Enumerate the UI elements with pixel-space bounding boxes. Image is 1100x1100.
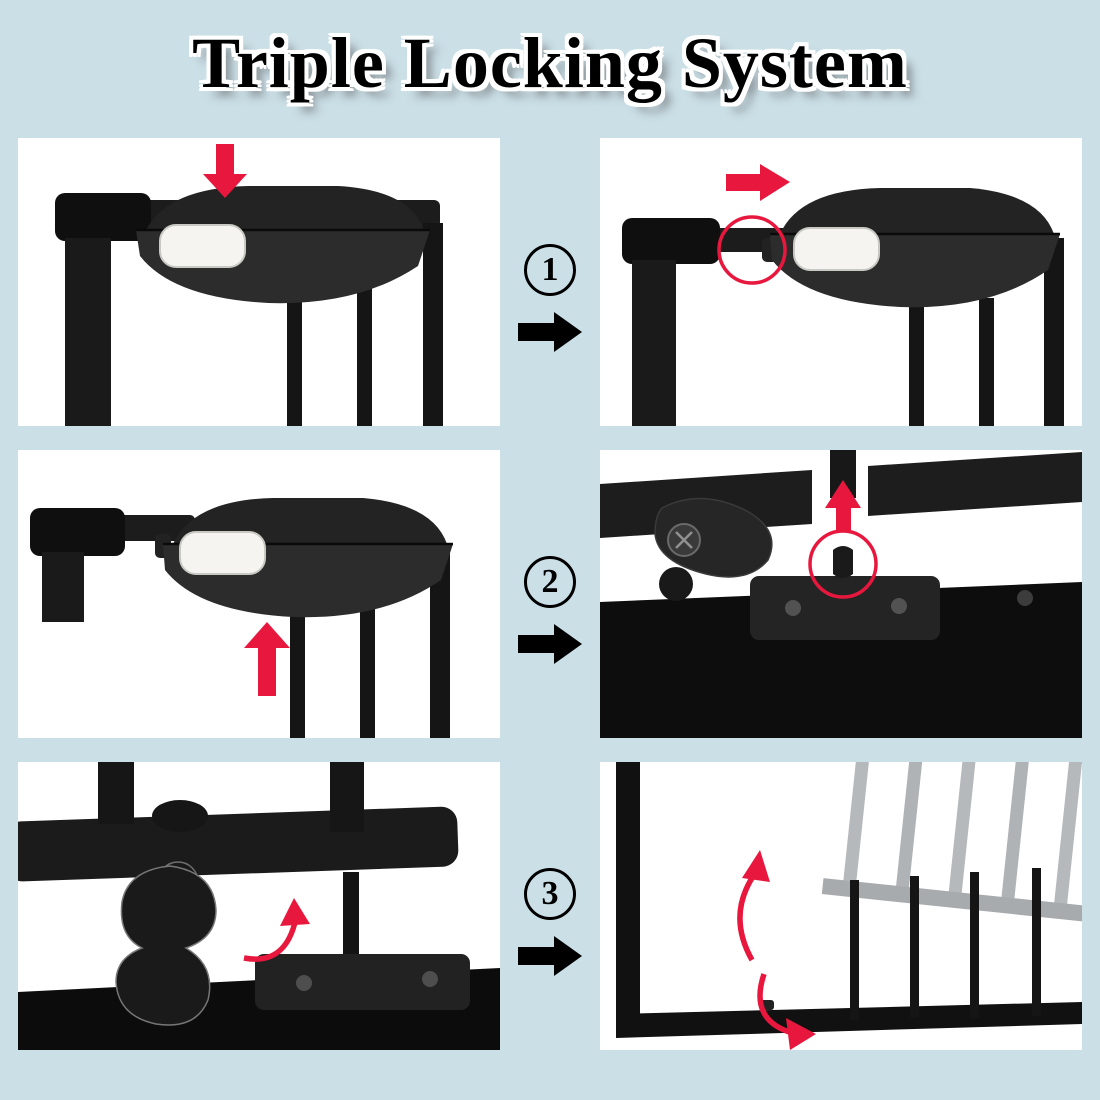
- arrow-right-icon: [518, 624, 582, 664]
- latch-release-button: [159, 224, 246, 268]
- arrow-right-icon: [518, 936, 582, 976]
- step3-after-panel: [600, 762, 1082, 1050]
- latch-release-button: [793, 227, 880, 271]
- red-curved-arrow-up-icon: [737, 850, 770, 962]
- red-arrow-up-icon: [244, 622, 290, 696]
- red-circle-highlight-icon: [717, 215, 787, 285]
- gate-bottom-rail: [616, 1002, 1082, 1038]
- step-3-row: 3: [18, 762, 1082, 1050]
- lock-pin: [833, 546, 853, 578]
- latch-handle: [136, 186, 430, 304]
- red-arrow-right-icon: [726, 164, 790, 201]
- step1-before-panel: [18, 138, 500, 426]
- screw: [1017, 590, 1033, 606]
- arrow-right-icon: [518, 312, 582, 352]
- red-arrow-up-icon: [825, 480, 861, 532]
- gate-latch-press-down-illustration: [55, 144, 443, 426]
- step-2-digit: 2: [541, 563, 559, 600]
- screw: [891, 598, 907, 614]
- foot-pedal-lock-illustration: [18, 762, 500, 1050]
- step-1-indicator: 1: [506, 138, 594, 426]
- step3-before-panel: [18, 762, 500, 1050]
- latch-release-button: [179, 531, 266, 575]
- open-gate-door: [821, 762, 1082, 923]
- page-title: Triple Locking System: [192, 23, 908, 103]
- red-curved-arrow-down-icon: [757, 973, 816, 1050]
- step1-after-panel: [600, 138, 1082, 426]
- gate-swings-both-ways-illustration: [616, 762, 1082, 1050]
- step-1-row: 1: [18, 138, 1082, 426]
- gate-latch-slide-illustration: [622, 164, 1064, 426]
- bottom-lock-pin-illustration: [600, 450, 1082, 738]
- floor-base-plate: [750, 576, 940, 640]
- latch-handle: [770, 188, 1060, 308]
- step-1-digit: 1: [541, 251, 559, 288]
- step-2-number: 2: [524, 556, 576, 608]
- step-3-number: 3: [524, 868, 576, 920]
- red-curved-arrow-icon: [243, 898, 310, 962]
- gate-front-bars: [850, 868, 1041, 1020]
- foot-pedal: [654, 497, 773, 601]
- screw: [422, 971, 438, 987]
- step-3-digit: 3: [541, 875, 559, 912]
- screw: [296, 975, 312, 991]
- step2-before-panel: [18, 450, 500, 738]
- gate-frame-post: [616, 762, 640, 1032]
- red-arrow-down-icon: [203, 144, 247, 198]
- step2-after-panel: [600, 450, 1082, 738]
- floor-base-plate: [255, 954, 470, 1010]
- step-3-indicator: 3: [506, 762, 594, 1050]
- gate-latch-lift-up-illustration: [30, 498, 453, 738]
- screw: [785, 600, 801, 616]
- foot-pedal: [115, 861, 217, 1026]
- step-2-row: 2: [18, 450, 1082, 738]
- latch-handle: [163, 498, 453, 618]
- step-2-indicator: 2: [506, 450, 594, 738]
- step-1-number: 1: [524, 244, 576, 296]
